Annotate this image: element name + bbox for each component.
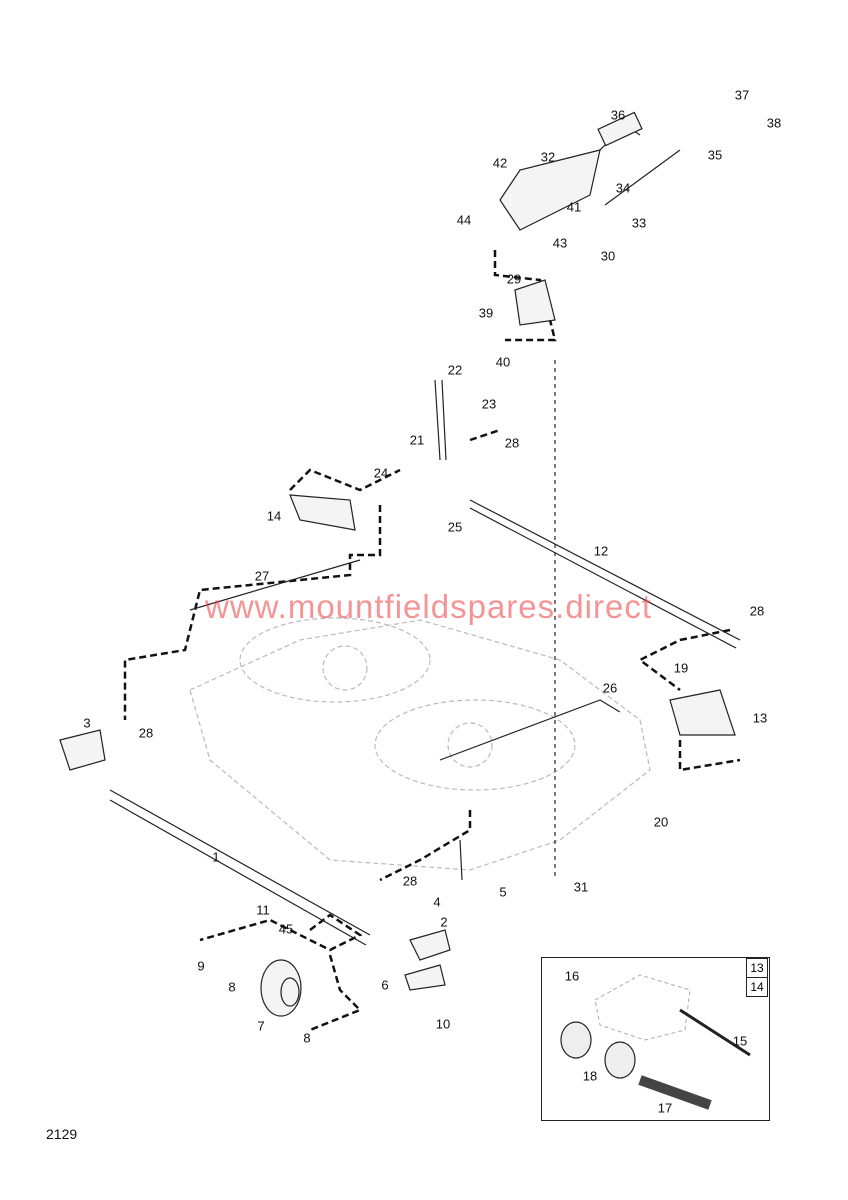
part-label: 24 [373, 465, 389, 481]
part-label: 35 [707, 147, 723, 163]
bracket-13 [669, 689, 736, 736]
bracket-3 [59, 729, 106, 771]
part-label: 3 [83, 715, 91, 731]
part-label: 11 [256, 902, 270, 918]
part-label: 28 [402, 873, 418, 889]
inset-ref-13: 13 [746, 958, 768, 978]
figure-number: 2129 [46, 1126, 78, 1142]
part-label: 17 [657, 1100, 673, 1116]
part-label: 36 [610, 107, 626, 123]
part-label: 10 [435, 1016, 451, 1032]
part-label: 43 [552, 235, 568, 251]
part-label: 42 [492, 155, 508, 171]
arm-2 [409, 929, 451, 961]
part-label: 38 [766, 115, 782, 131]
part-label: 7 [257, 1018, 265, 1034]
dashed-guides [123, 250, 741, 1032]
parts [59, 111, 736, 1017]
part-label: 28 [749, 603, 765, 619]
part-label: 9 [197, 958, 205, 974]
part-label: 31 [573, 879, 589, 895]
part-label: 27 [254, 568, 270, 584]
part-label: 15 [732, 1033, 748, 1049]
part-label: 20 [653, 814, 669, 830]
part-label: 12 [593, 543, 609, 559]
part-label: 18 [582, 1068, 598, 1084]
part-label: 33 [631, 215, 647, 231]
part-label: 44 [456, 212, 472, 228]
part-label: 40 [495, 354, 511, 370]
watermark: www.mountfieldspares.direct [205, 588, 653, 625]
part-label: 45 [278, 921, 294, 937]
inset-parts [560, 1008, 751, 1110]
part-label: 25 [447, 519, 463, 535]
part-label: 22 [447, 362, 463, 378]
cutter-deck-outline [189, 617, 651, 871]
part-label: 28 [138, 725, 154, 741]
part-label: 30 [600, 248, 616, 264]
part-label: 6 [381, 977, 389, 993]
part-label: 2 [440, 914, 448, 930]
part-label: 28 [504, 435, 520, 451]
detail-inset: 13 14 [541, 957, 770, 1121]
bracket-14 [289, 494, 356, 531]
part-label: 26 [602, 680, 618, 696]
part-label: 29 [506, 271, 522, 287]
part-label: 39 [478, 305, 494, 321]
part-label: 14 [266, 508, 282, 524]
part-label: 1 [212, 849, 220, 865]
part-label: 32 [540, 149, 556, 165]
lever-32 [499, 149, 601, 231]
part-label: 37 [734, 87, 750, 103]
inset-bracket-outline [594, 974, 691, 1041]
part-label: 23 [481, 396, 497, 412]
bracket-29 [514, 279, 556, 326]
part-label: 8 [303, 1030, 311, 1046]
handle-grip-36 [597, 111, 643, 147]
part-label: 16 [564, 968, 580, 984]
part-label: 34 [615, 180, 631, 196]
part-label: 4 [433, 894, 441, 910]
arm-6 [404, 964, 446, 991]
rods [109, 124, 741, 946]
part-label: 41 [566, 199, 582, 215]
inset-ref-14: 14 [746, 977, 768, 997]
part-label: 19 [673, 660, 689, 676]
part-label: 13 [752, 710, 768, 726]
part-label: 5 [499, 884, 507, 900]
part-label: 21 [409, 432, 425, 448]
part-label: 8 [228, 979, 236, 995]
